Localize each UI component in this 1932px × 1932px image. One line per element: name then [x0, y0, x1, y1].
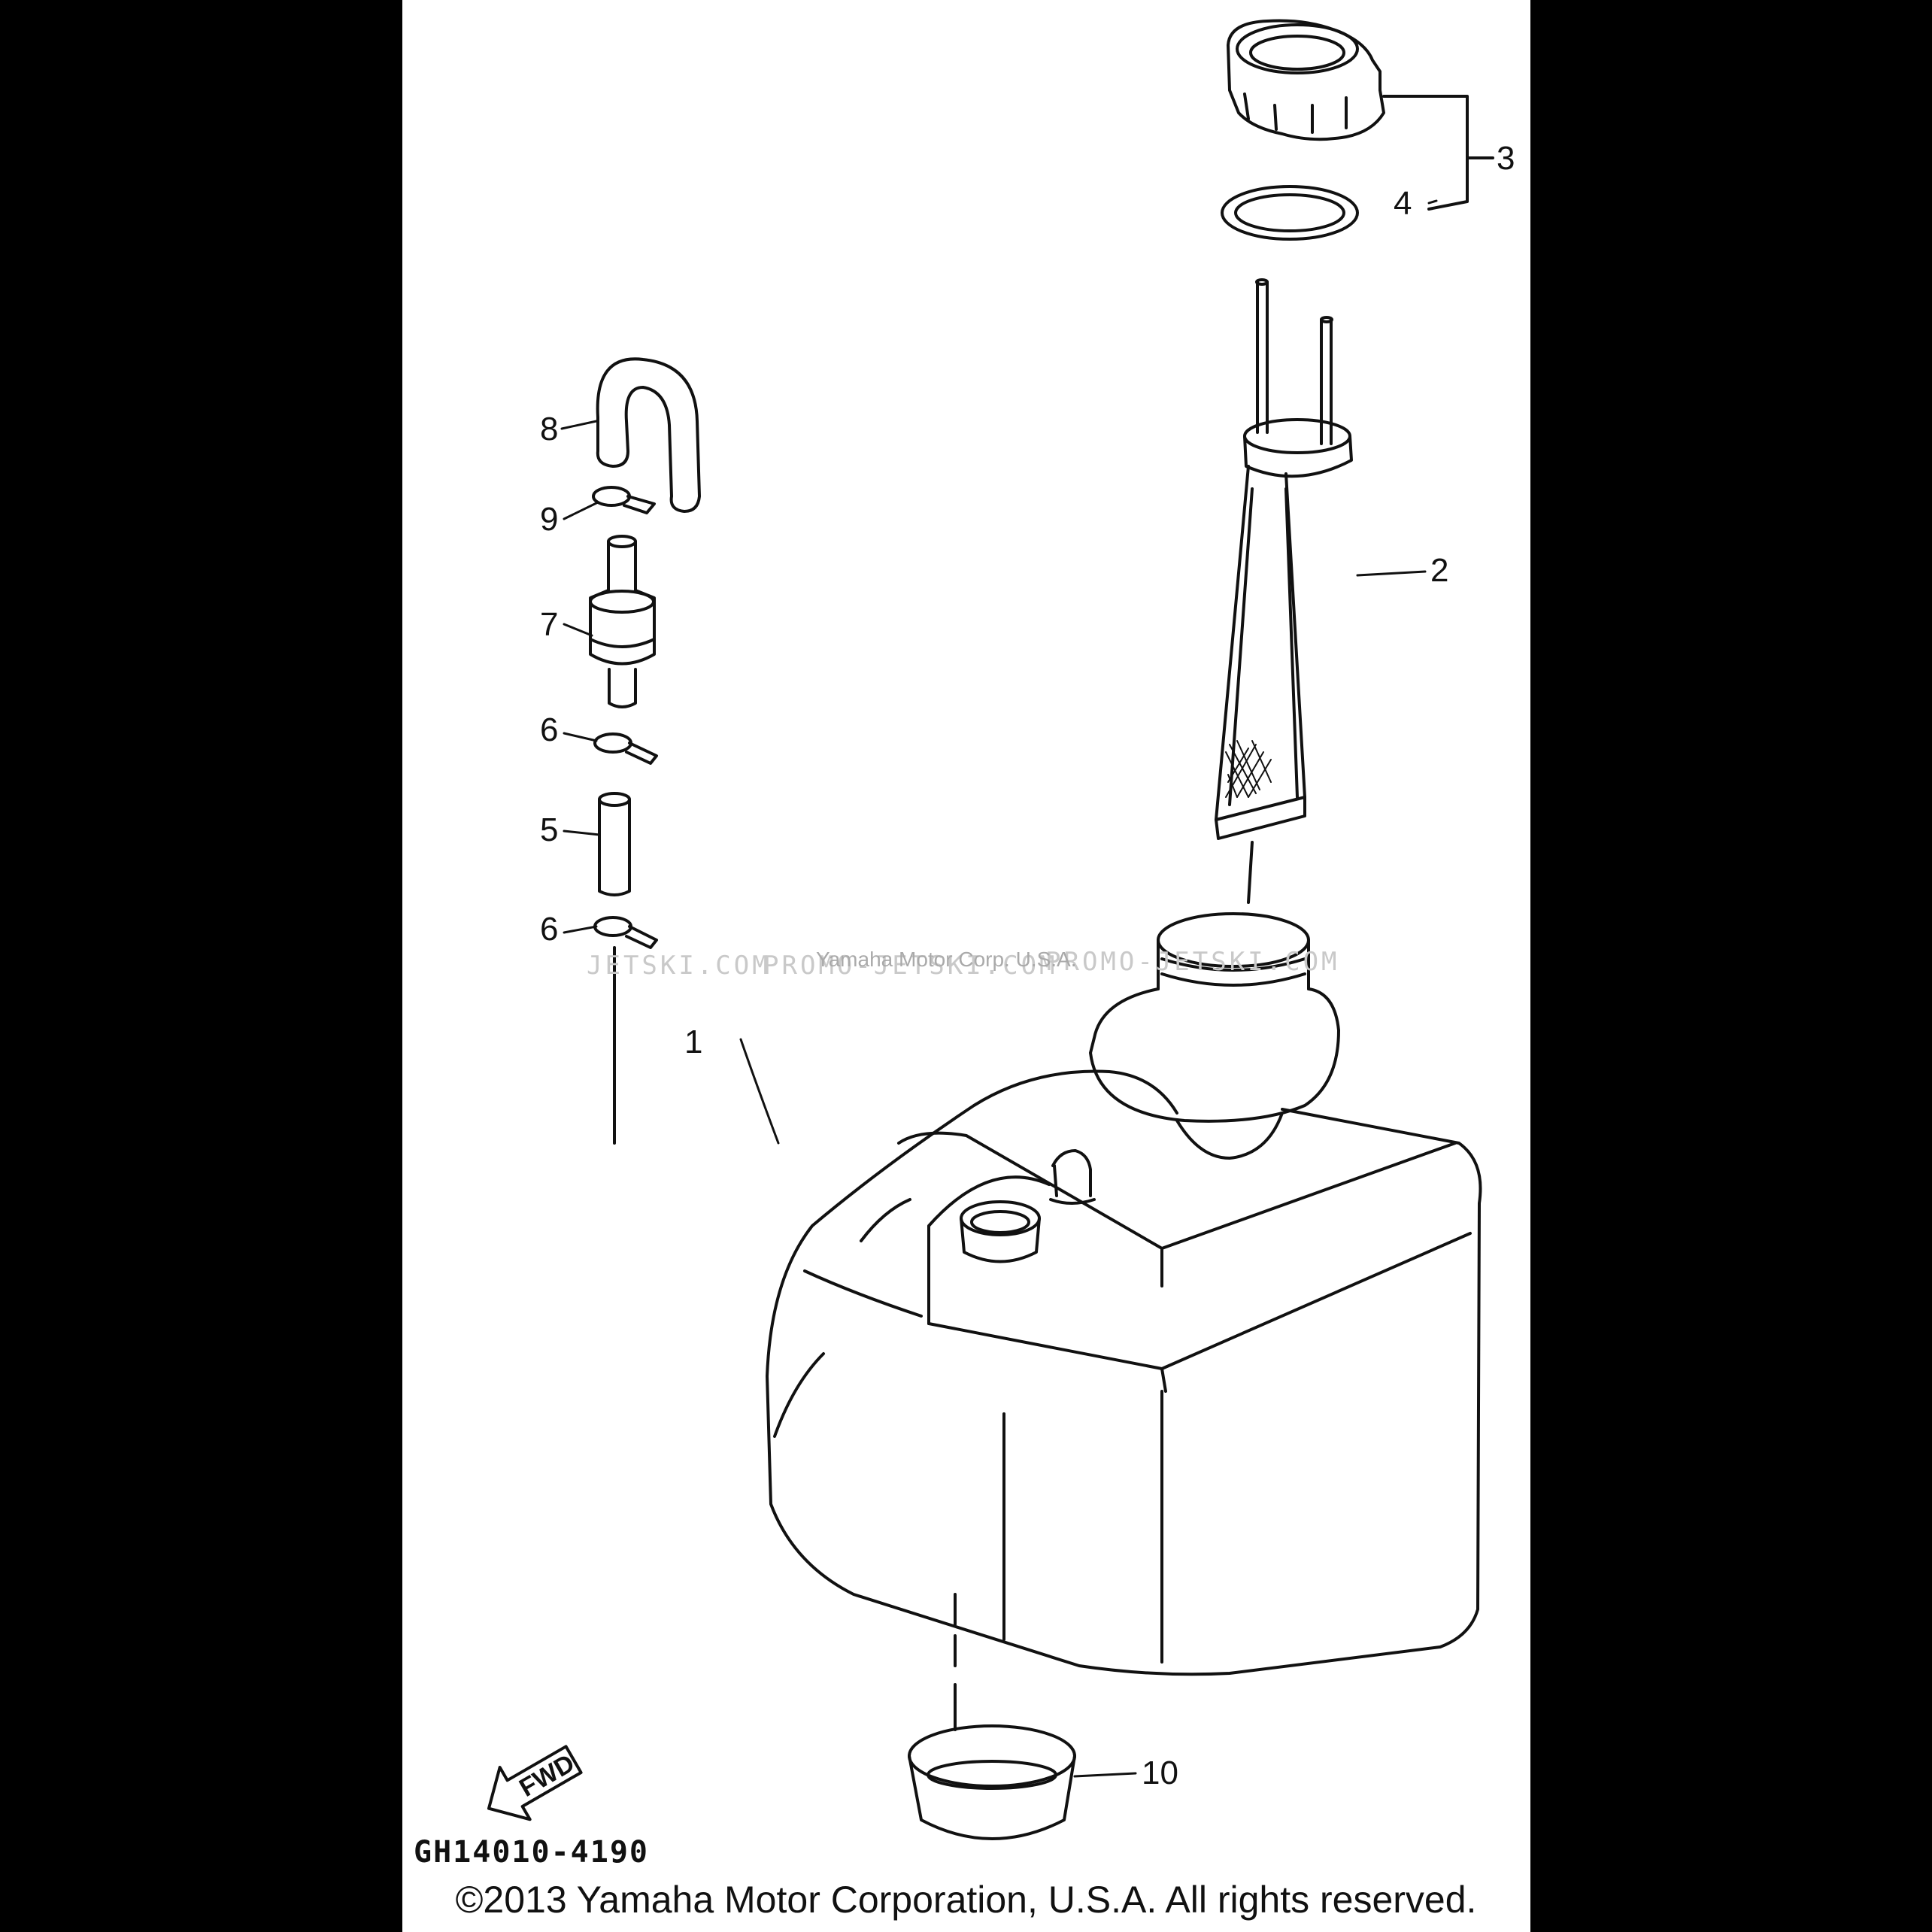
callout-6-lower: 6: [540, 911, 558, 948]
fuel-tank-part: [766, 912, 1482, 1705]
forward-arrow-icon: FWD: [487, 1745, 583, 1821]
hose-straight-part: [598, 792, 631, 896]
copyright-notice: ©2013 Yamaha Motor Corporation, U.S.A. A…: [455, 1879, 1477, 1921]
watermark-left: JETSKI.COM: [587, 951, 771, 981]
drain-cup-part: [908, 1702, 1076, 1840]
callout-3: 3: [1497, 140, 1515, 177]
callout-10: 10: [1142, 1755, 1178, 1791]
fuel-filter-part: [589, 535, 656, 708]
diagram-sheet: JETSKI.COM PROMO-JETSKI.COM PROMO-JETSKI…: [402, 0, 1530, 1932]
parts-diagram: JETSKI.COM PROMO-JETSKI.COM PROMO-JETSKI…: [487, 19, 1515, 1840]
tank-cap-part: [1227, 19, 1385, 141]
diagram-code: GH14010-4190: [414, 1835, 649, 1870]
callout-8: 8: [540, 411, 558, 447]
callout-2: 2: [1430, 552, 1448, 589]
callout-6-upper: 6: [540, 711, 558, 748]
hose-bend-part: [596, 357, 701, 513]
callout-1: 1: [684, 1024, 702, 1060]
gasket-part: [1221, 185, 1359, 241]
watermark-middle: PROMO-JETSKI.COM: [763, 951, 1058, 981]
watermark-overlay: Yamaha Motor Corp. U.S.A.: [816, 948, 1077, 971]
callout-4: 4: [1394, 185, 1412, 222]
hose-clip-upper-part: [593, 732, 658, 765]
fuel-pickup-part: [1215, 278, 1353, 904]
hose-clip-part: [592, 486, 656, 514]
watermark-right: PROMO-JETSKI.COM: [1045, 947, 1340, 977]
callout-7: 7: [540, 606, 558, 643]
callout-9: 9: [540, 501, 558, 538]
callout-5: 5: [540, 811, 558, 848]
